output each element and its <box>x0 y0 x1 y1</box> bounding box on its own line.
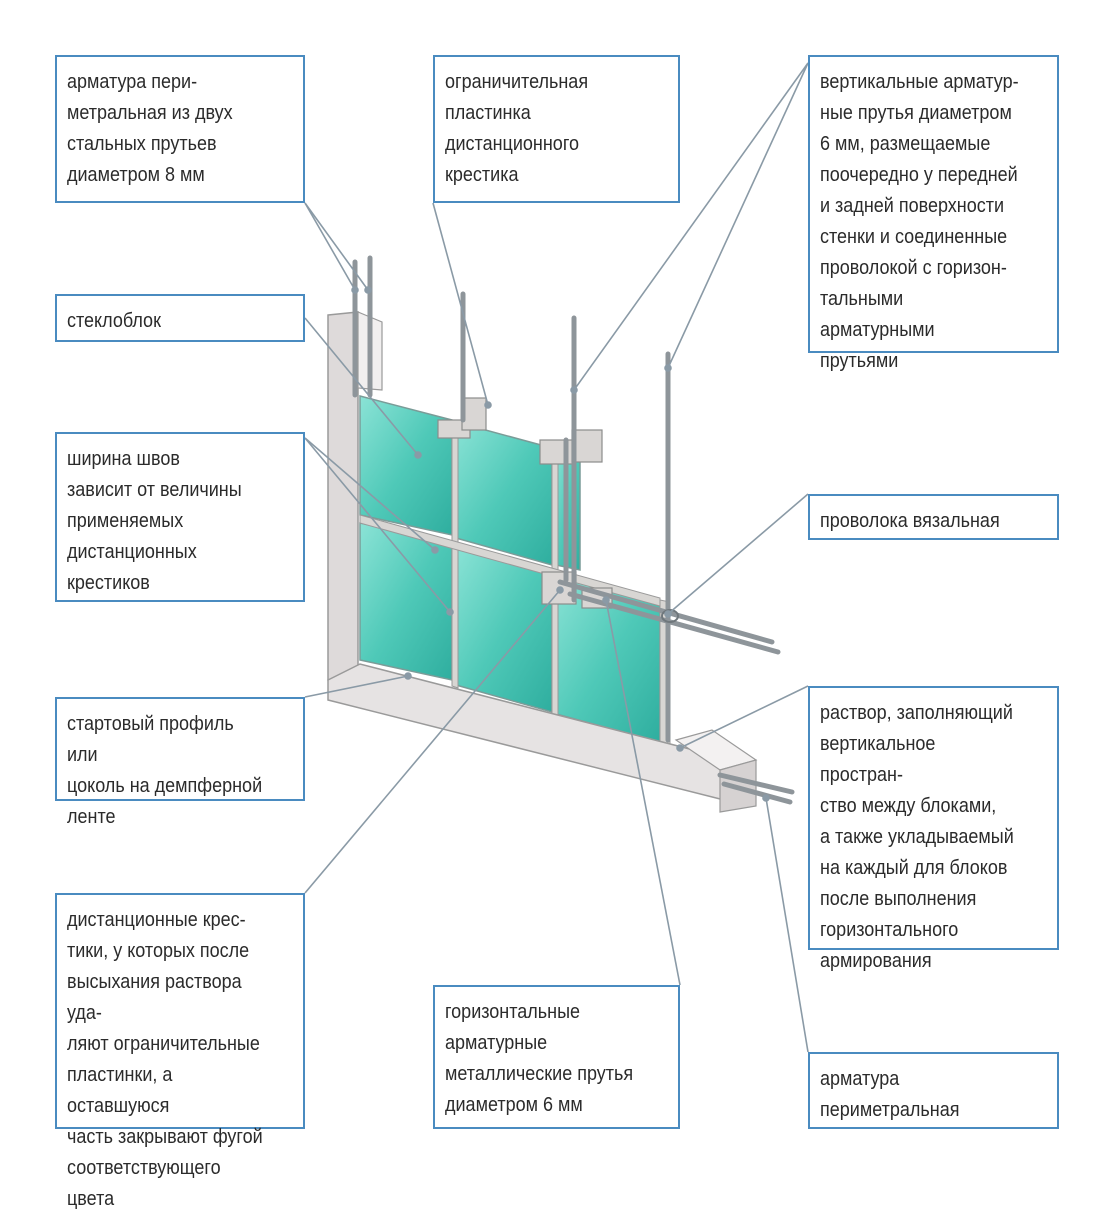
callout-horizontal-rods-text: горизонтальные арматурные металлические … <box>445 1001 634 1116</box>
callout-perimeter-two-rods: арматура пери- метральная из двух стальн… <box>55 55 305 203</box>
callout-mortar-text: раствор, заполняющий вертикальное простр… <box>820 702 1014 972</box>
callout-tie-wire-text: проволока вязальная <box>820 510 1000 532</box>
callout-joint-width: ширина швов зависит от величины применяе… <box>55 432 305 602</box>
callout-limiting-plate: ограничительная пластинка дистанционного… <box>433 55 680 203</box>
vertical-rods <box>352 255 671 743</box>
callout-glass-block: стеклоблок <box>55 294 305 342</box>
callout-mortar: раствор, заполняющий вертикальное простр… <box>808 686 1059 972</box>
callout-tie-wire: проволока вязальная <box>808 494 1059 540</box>
callout-horizontal-rods: горизонтальные арматурные металлические … <box>433 985 680 1129</box>
callout-glass-block-text: стеклоблок <box>67 310 161 332</box>
callout-spacer-crosses: дистанционные крес- тики, у которых посл… <box>55 893 305 1210</box>
callout-limiting-plate-text: ограничительная пластинка дистанционного… <box>445 71 589 186</box>
callout-perimeter-rods: арматура периметральная <box>808 1052 1059 1129</box>
tie-wire <box>661 609 679 623</box>
callout-vertical-rods-text: вертикальные арматур- ные прутья диаметр… <box>820 71 1019 372</box>
callout-vertical-rods: вертикальные арматур- ные прутья диаметр… <box>808 55 1059 372</box>
callout-perimeter-rods-text: арматура периметральная <box>820 1068 960 1121</box>
leader-lines <box>304 62 809 1053</box>
callout-spacer-crosses-text: дистанционные крес- тики, у которых посл… <box>67 909 263 1210</box>
callout-start-profile: стартовый профиль или цоколь на демпферн… <box>55 697 305 828</box>
callout-start-profile-text: стартовый профиль или цоколь на демпферн… <box>67 713 263 828</box>
callout-joint-width-text: ширина швов зависит от величины применяе… <box>67 448 242 594</box>
callout-perimeter-two-rods-text: арматура пери- метральная из двух стальн… <box>67 71 233 186</box>
